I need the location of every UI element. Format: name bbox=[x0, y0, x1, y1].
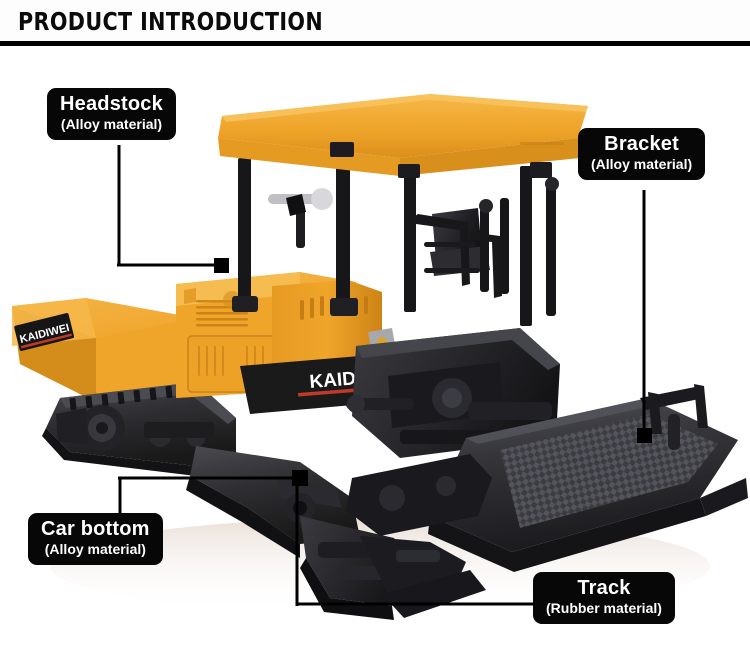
callout-track-title: Track bbox=[577, 577, 631, 599]
callout-bracket-title: Bracket bbox=[604, 133, 679, 155]
callout-headstock-title: Headstock bbox=[60, 93, 163, 115]
screed bbox=[428, 384, 748, 572]
paver-illustration: KAIDIWEI bbox=[12, 94, 748, 620]
crawler-track-right bbox=[346, 454, 492, 536]
operator-station bbox=[268, 142, 559, 316]
canopy bbox=[218, 94, 588, 176]
canopy-posts bbox=[232, 146, 532, 326]
crawler-track-left bbox=[42, 382, 236, 476]
callout-bracket-subtitle: (Alloy material) bbox=[591, 156, 693, 172]
callout-headstock[interactable]: Headstock (Alloy material) bbox=[47, 88, 176, 140]
callout-bracket[interactable]: Bracket (Alloy material) bbox=[578, 128, 706, 180]
page-title: PRODUCT INTRODUCTION bbox=[18, 7, 324, 36]
callout-track-subtitle: (Rubber material) bbox=[546, 600, 662, 616]
callout-car-bottom[interactable]: Car bottom (Alloy material) bbox=[28, 513, 163, 565]
callout-car-bottom-title: Car bottom bbox=[41, 518, 150, 540]
callout-track[interactable]: Track (Rubber material) bbox=[533, 572, 675, 624]
hopper: KAIDIWEI bbox=[12, 298, 210, 402]
page-header: PRODUCT INTRODUCTION bbox=[0, 0, 750, 46]
callout-car-bottom-subtitle: (Alloy material) bbox=[44, 541, 146, 557]
title-divider bbox=[0, 41, 750, 46]
callout-headstock-subtitle: (Alloy material) bbox=[60, 116, 163, 132]
